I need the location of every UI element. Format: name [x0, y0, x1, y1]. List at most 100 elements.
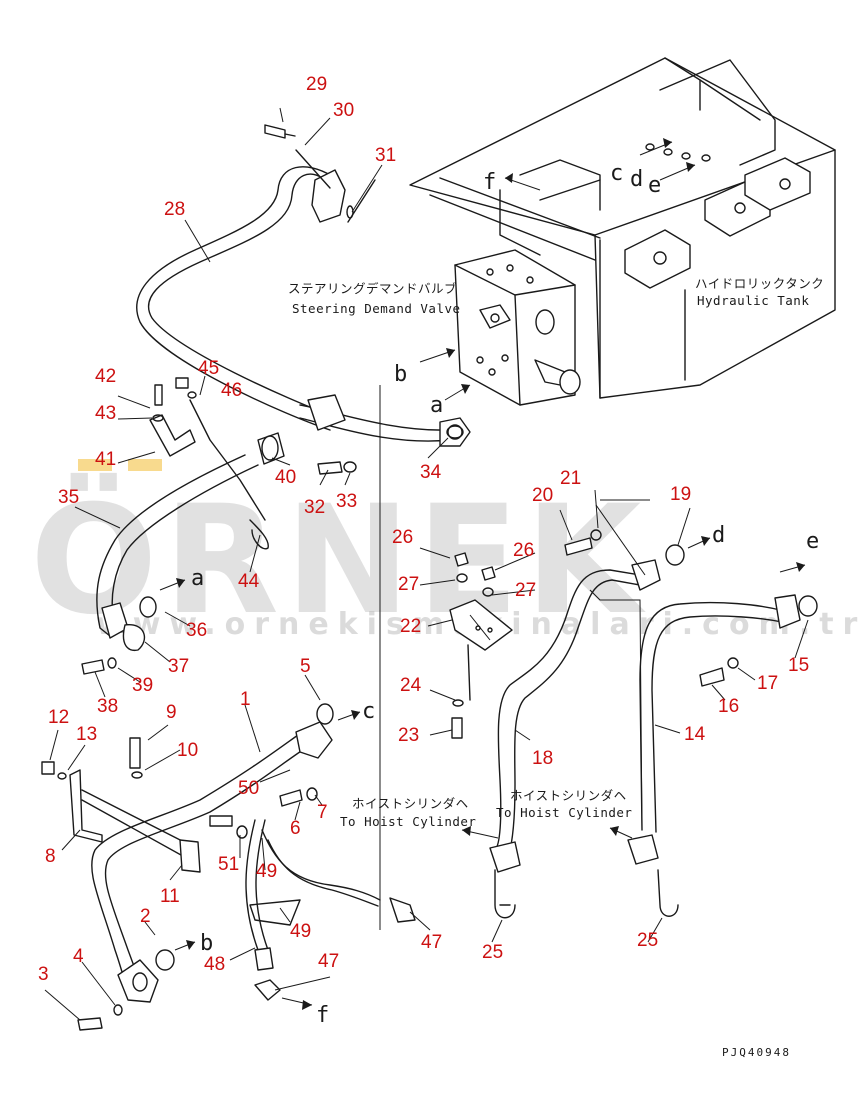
part-number-30: 30: [333, 100, 354, 121]
watermark: ÖRNEK www.ornekismakinalari.com.tr: [30, 459, 857, 648]
part-number-31: 31: [375, 145, 396, 166]
part-number-9: 9: [166, 702, 177, 723]
part-number-47-bottom: 47: [318, 951, 339, 972]
part-number-32: 32: [304, 497, 325, 518]
part-number-39: 39: [132, 675, 153, 696]
part-number-10: 10: [177, 740, 198, 761]
part-number-26-left: 26: [392, 527, 413, 548]
letter-f-top: f: [483, 170, 496, 195]
part-number-27-right: 27: [515, 580, 536, 601]
hydraulic-tank: [409, 57, 836, 399]
part-number-18: 18: [532, 748, 553, 769]
part-number-28: 28: [164, 199, 185, 220]
part-number-13: 13: [76, 724, 97, 745]
part-number-16: 16: [718, 696, 739, 717]
bracket-8: [69, 769, 191, 861]
steering-demand-valve: [454, 249, 581, 406]
part-number-22: 22: [400, 616, 421, 637]
watermark-brand: ÖRNEK: [30, 472, 647, 648]
part-number-44: 44: [238, 571, 260, 592]
part-number-38: 38: [97, 696, 118, 717]
part-number-11: 11: [160, 886, 180, 907]
part-number-41: 41: [95, 449, 116, 470]
hoist-right-label-en: To Hoist Cylinder: [496, 805, 632, 820]
part-number-15: 15: [788, 655, 809, 676]
part-number-21: 21: [560, 468, 581, 489]
connection-letters: f c d e b a a c b d e f: [191, 161, 819, 1028]
leader-lines: [44, 107, 809, 1021]
watermark-umlaut-left: [78, 459, 112, 471]
pipe-28: [136, 166, 346, 431]
part-number-43: 43: [95, 403, 116, 424]
hydraulic-tank-label-jp: ハイドロリックタンク: [695, 276, 824, 291]
part-number-42: 42: [95, 366, 116, 387]
part-number-25-right: 25: [637, 930, 658, 951]
ubolt-25-right: [657, 869, 679, 917]
letter-f-bottom: f: [316, 1003, 329, 1028]
part-number-23: 23: [398, 725, 419, 746]
part-number-33: 33: [336, 491, 357, 512]
part-number-36: 36: [186, 620, 207, 641]
part-numbers: 1 2 3 4 5 6 7 8 9 10 11 12 13 14 15 16 1…: [38, 74, 809, 985]
hose-44: [149, 399, 269, 550]
letter-b-top: b: [394, 362, 407, 387]
letter-a-top: a: [430, 393, 443, 418]
letter-c-left: c: [362, 699, 375, 724]
letter-c-top: c: [610, 161, 623, 186]
part-number-47-right: 47: [421, 932, 442, 953]
part-number-6: 6: [290, 818, 301, 839]
letter-a-left: a: [191, 566, 204, 591]
part-number-27-left: 27: [398, 574, 419, 595]
part-number-26-right: 26: [513, 540, 534, 561]
annotations: ステアリングデマンドバルブ Steering Demand Valve ハイドロ…: [288, 276, 824, 1059]
connection-arrows: [159, 138, 806, 1010]
ubolt-25-left: [494, 869, 516, 919]
part-number-51: 51: [218, 854, 239, 875]
hoist-left-label-en: To Hoist Cylinder: [340, 814, 476, 829]
part-number-45: 45: [198, 358, 219, 379]
part-number-19: 19: [670, 484, 691, 505]
part-number-14: 14: [684, 724, 706, 745]
part-number-35: 35: [58, 487, 79, 508]
steering-valve-label-jp: ステアリングデマンドバルブ: [288, 281, 457, 296]
part-number-1: 1: [240, 689, 251, 710]
letter-e-top: e: [648, 173, 661, 198]
pipe-35: [96, 454, 259, 639]
drawing-code: PJQ40948: [722, 1046, 791, 1059]
letter-e-right: e: [806, 529, 819, 554]
part-number-50: 50: [238, 778, 259, 799]
clamp-40: [257, 432, 285, 465]
pipe-28-return: [299, 394, 471, 447]
part-number-12: 12: [48, 707, 69, 728]
part-number-34: 34: [420, 462, 442, 483]
part-number-5: 5: [300, 656, 311, 677]
part-number-40: 40: [275, 467, 296, 488]
part-number-17: 17: [757, 673, 778, 694]
part-number-29: 29: [306, 74, 327, 95]
part-number-3: 3: [38, 964, 49, 985]
hose-48: [245, 819, 416, 1001]
part-number-8: 8: [45, 846, 56, 867]
hoist-left-label-jp: ホイストシリンダヘ: [352, 796, 469, 811]
hydraulic-tank-label-en: Hydraulic Tank: [697, 293, 809, 308]
part-number-25-left: 25: [482, 942, 503, 963]
part-number-48: 48: [204, 954, 225, 975]
steering-valve-label-en: Steering Demand Valve: [292, 301, 461, 316]
letter-b-left: b: [200, 931, 213, 956]
part-number-49-upper: 49: [256, 861, 277, 882]
part-number-37: 37: [168, 656, 189, 677]
letter-d-right: d: [712, 523, 725, 548]
small-parts: [41, 124, 818, 1031]
part-number-4: 4: [73, 946, 84, 967]
bracket-22: [449, 599, 513, 701]
part-number-20: 20: [532, 485, 553, 506]
pipe-14: [627, 594, 801, 865]
part-number-49-lower: 49: [290, 921, 311, 942]
pipe-1: [91, 721, 333, 1003]
letter-d-top: d: [630, 167, 643, 192]
watermark-umlaut-right: [128, 459, 162, 471]
part-number-7: 7: [317, 802, 328, 823]
pipe-18: [489, 559, 661, 873]
part-number-46: 46: [221, 380, 242, 401]
